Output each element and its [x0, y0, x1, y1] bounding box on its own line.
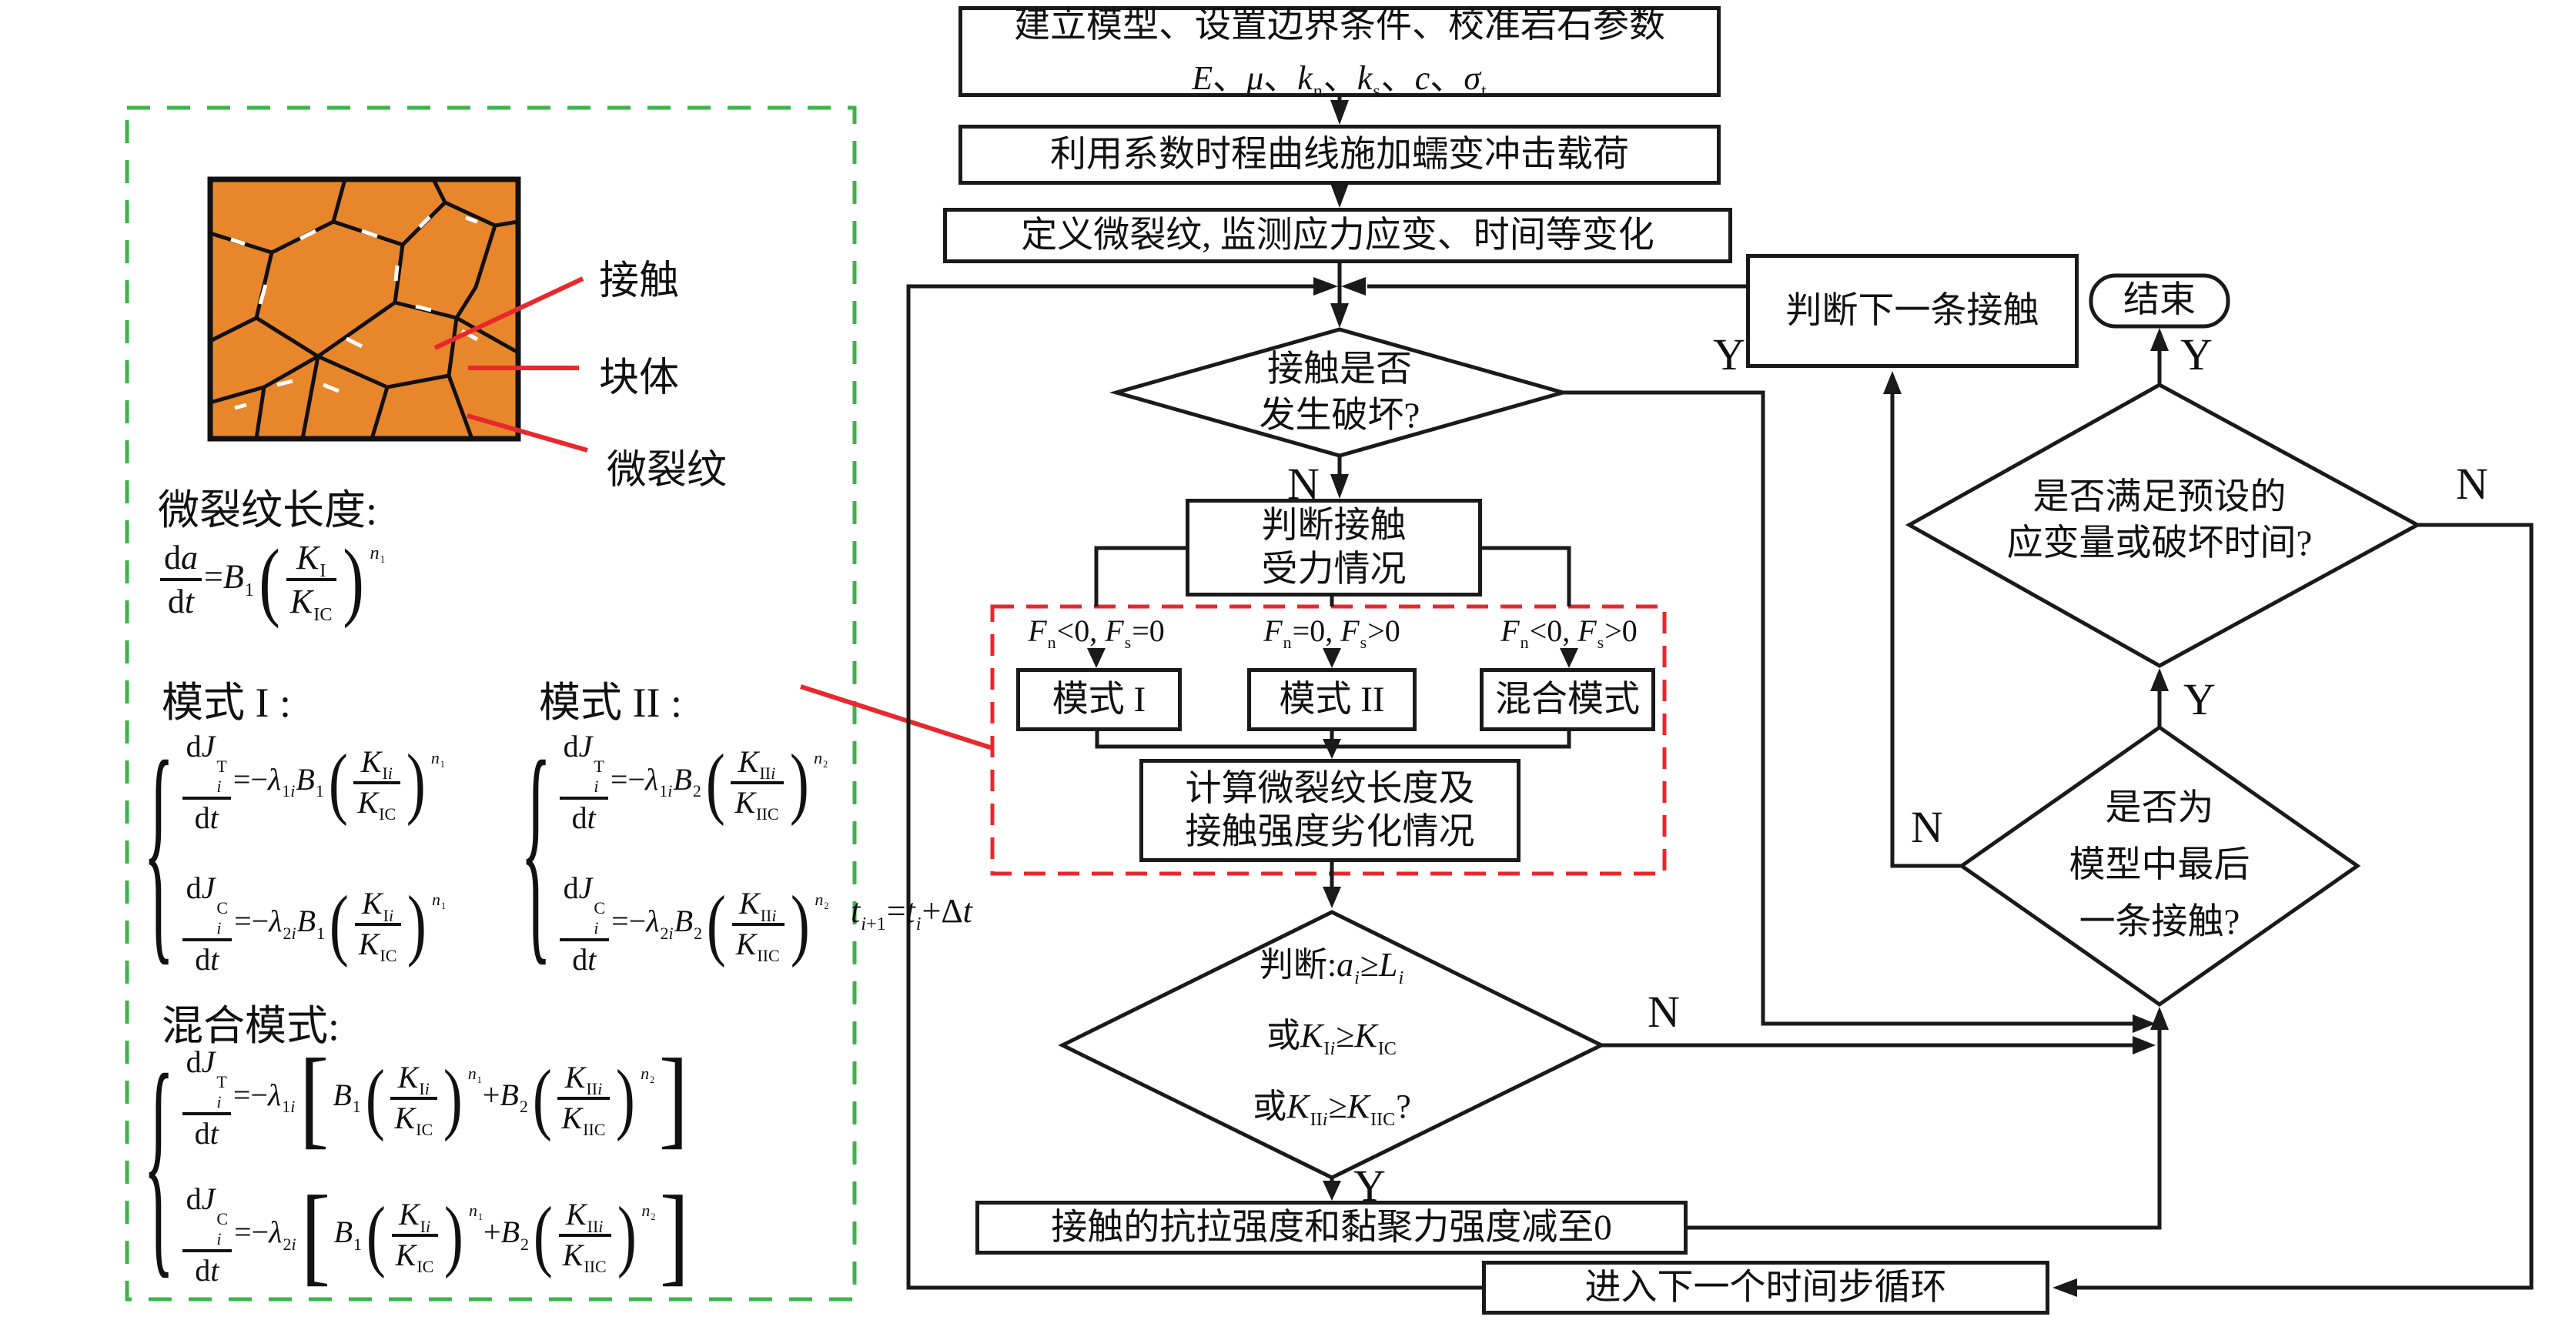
- d3-yes-label: Y: [2183, 674, 2216, 724]
- d3-line1: 是否为: [2105, 788, 2214, 828]
- d1-yes-label: Y: [1713, 329, 1745, 379]
- judge-force-line2: 受力情况: [1261, 549, 1407, 590]
- connectors: [906, 97, 2534, 1290]
- step-next-timestep: 进入下一个时间步循环: [1482, 1261, 2049, 1315]
- mode1-heading: 模式 I :: [162, 680, 291, 726]
- d2-line2: 或KIi≥KIC: [1266, 1017, 1397, 1060]
- d3-line3: 一条接触?: [2079, 902, 2240, 942]
- mode-1-label: 模式 I: [1052, 679, 1146, 720]
- condition-mode2: Fn=0, Fs>0: [1263, 613, 1400, 653]
- mode-group-border: [990, 604, 1667, 876]
- decision-preset-reached: [1905, 383, 2422, 668]
- step-define-text: 定义微裂纹, 监测应力应变、时间等变化: [1021, 215, 1654, 256]
- next-timestep-text: 进入下一个时间步循环: [1584, 1267, 1947, 1308]
- calc-line2: 接触强度劣化情况: [1185, 812, 1475, 852]
- mode2-heading: 模式 II :: [539, 680, 682, 726]
- step-reduce-strength: 接触的抗拉强度和黏聚力强度减至0: [975, 1201, 1688, 1255]
- step-setup-text: 建立模型、设置边界条件、校准岩石参数: [1014, 5, 1665, 45]
- d2-no-label: N: [1648, 987, 1680, 1037]
- step-apply-load: 利用系数时程曲线施加蠕变冲击载荷: [958, 125, 1721, 185]
- mode1-brace: {: [143, 715, 175, 988]
- reduce-strength-text: 接触的抗拉强度和黏聚力强度减至0: [1051, 1207, 1612, 1248]
- d4-line1: 是否满足预设的: [2032, 477, 2287, 517]
- step-judge-contact-force: 判断接触 受力情况: [1186, 499, 1482, 597]
- condition-mixed: Fn<0, Fs>0: [1500, 613, 1638, 653]
- d4-yes-label: Y: [2180, 329, 2213, 379]
- d1-line2: 发生破坏?: [1259, 396, 1420, 436]
- microcrack-dashes: [230, 216, 479, 410]
- end-label: 结束: [2123, 280, 2196, 320]
- arrowheads: [1087, 100, 2169, 1297]
- mixed-heading: 混合模式:: [162, 1003, 340, 1049]
- step-next-contact: 判断下一条接触: [1746, 254, 2079, 368]
- end-terminator: [2089, 273, 2230, 329]
- decision-last-contact: [1958, 724, 2361, 1008]
- next-contact-text: 判断下一条接触: [1785, 290, 2039, 331]
- d2-line3: 或KIIi≥KIIC?: [1253, 1088, 1411, 1131]
- crack-length-heading: 微裂纹长度:: [158, 487, 378, 533]
- rock-parameters: E、μ、kn、ks、c、σt: [1192, 59, 1487, 102]
- step-setup-model: 建立模型、设置边界条件、校准岩石参数 E、μ、kn、ks、c、σt: [958, 5, 1721, 102]
- inset-leader-lines: [433, 276, 588, 453]
- d2-line1: 判断:ai≥Li: [1259, 946, 1404, 989]
- judge-force-line1: 判断接触: [1261, 506, 1407, 546]
- step-calc-crack-length: 计算微裂纹长度及 接触强度劣化情况: [1139, 759, 1521, 862]
- d2-yes-label: Y: [1353, 1161, 1386, 1211]
- time-step-label: ti+1=ti+Δt: [851, 892, 972, 935]
- mixed-mode-box: 混合模式: [1480, 668, 1655, 731]
- mode-2-label: 模式 II: [1279, 679, 1385, 720]
- d1-line1: 接触是否: [1267, 349, 1412, 389]
- condition-mode1: Fn<0, Fs=0: [1028, 613, 1165, 653]
- decision-crack-criteria: [1058, 910, 1606, 1180]
- voronoi-inset: [207, 176, 521, 442]
- mode-1-box: 模式 I: [1016, 668, 1182, 731]
- mixed-brace: {: [143, 1028, 175, 1302]
- mixed-mode-label: 混合模式: [1495, 679, 1640, 720]
- d1-no-label: N: [1287, 459, 1320, 509]
- step-define-microcracks: 定义微裂纹, 监测应力应变、时间等变化: [943, 208, 1732, 263]
- d3-no-label: N: [1911, 802, 1943, 852]
- d3-line2: 模型中最后: [2069, 845, 2250, 885]
- mode-2-box: 模式 II: [1247, 668, 1417, 731]
- legend-annotation-line: [800, 684, 993, 750]
- mode2-brace: {: [520, 715, 552, 988]
- d4-line2: 应变量或破坏时间?: [2006, 523, 2313, 563]
- inset-label-contact: 接触: [599, 259, 680, 303]
- inset-label-block: 块体: [599, 356, 680, 400]
- inset-label-microcrack: 微裂纹: [607, 449, 728, 493]
- calc-line1: 计算微裂纹长度及: [1185, 768, 1475, 809]
- decision-contact-failed: [1109, 327, 1571, 458]
- step-apply-load-text: 利用系数时程曲线施加蠕变冲击载荷: [1050, 134, 1629, 175]
- d4-no-label: N: [2456, 459, 2488, 509]
